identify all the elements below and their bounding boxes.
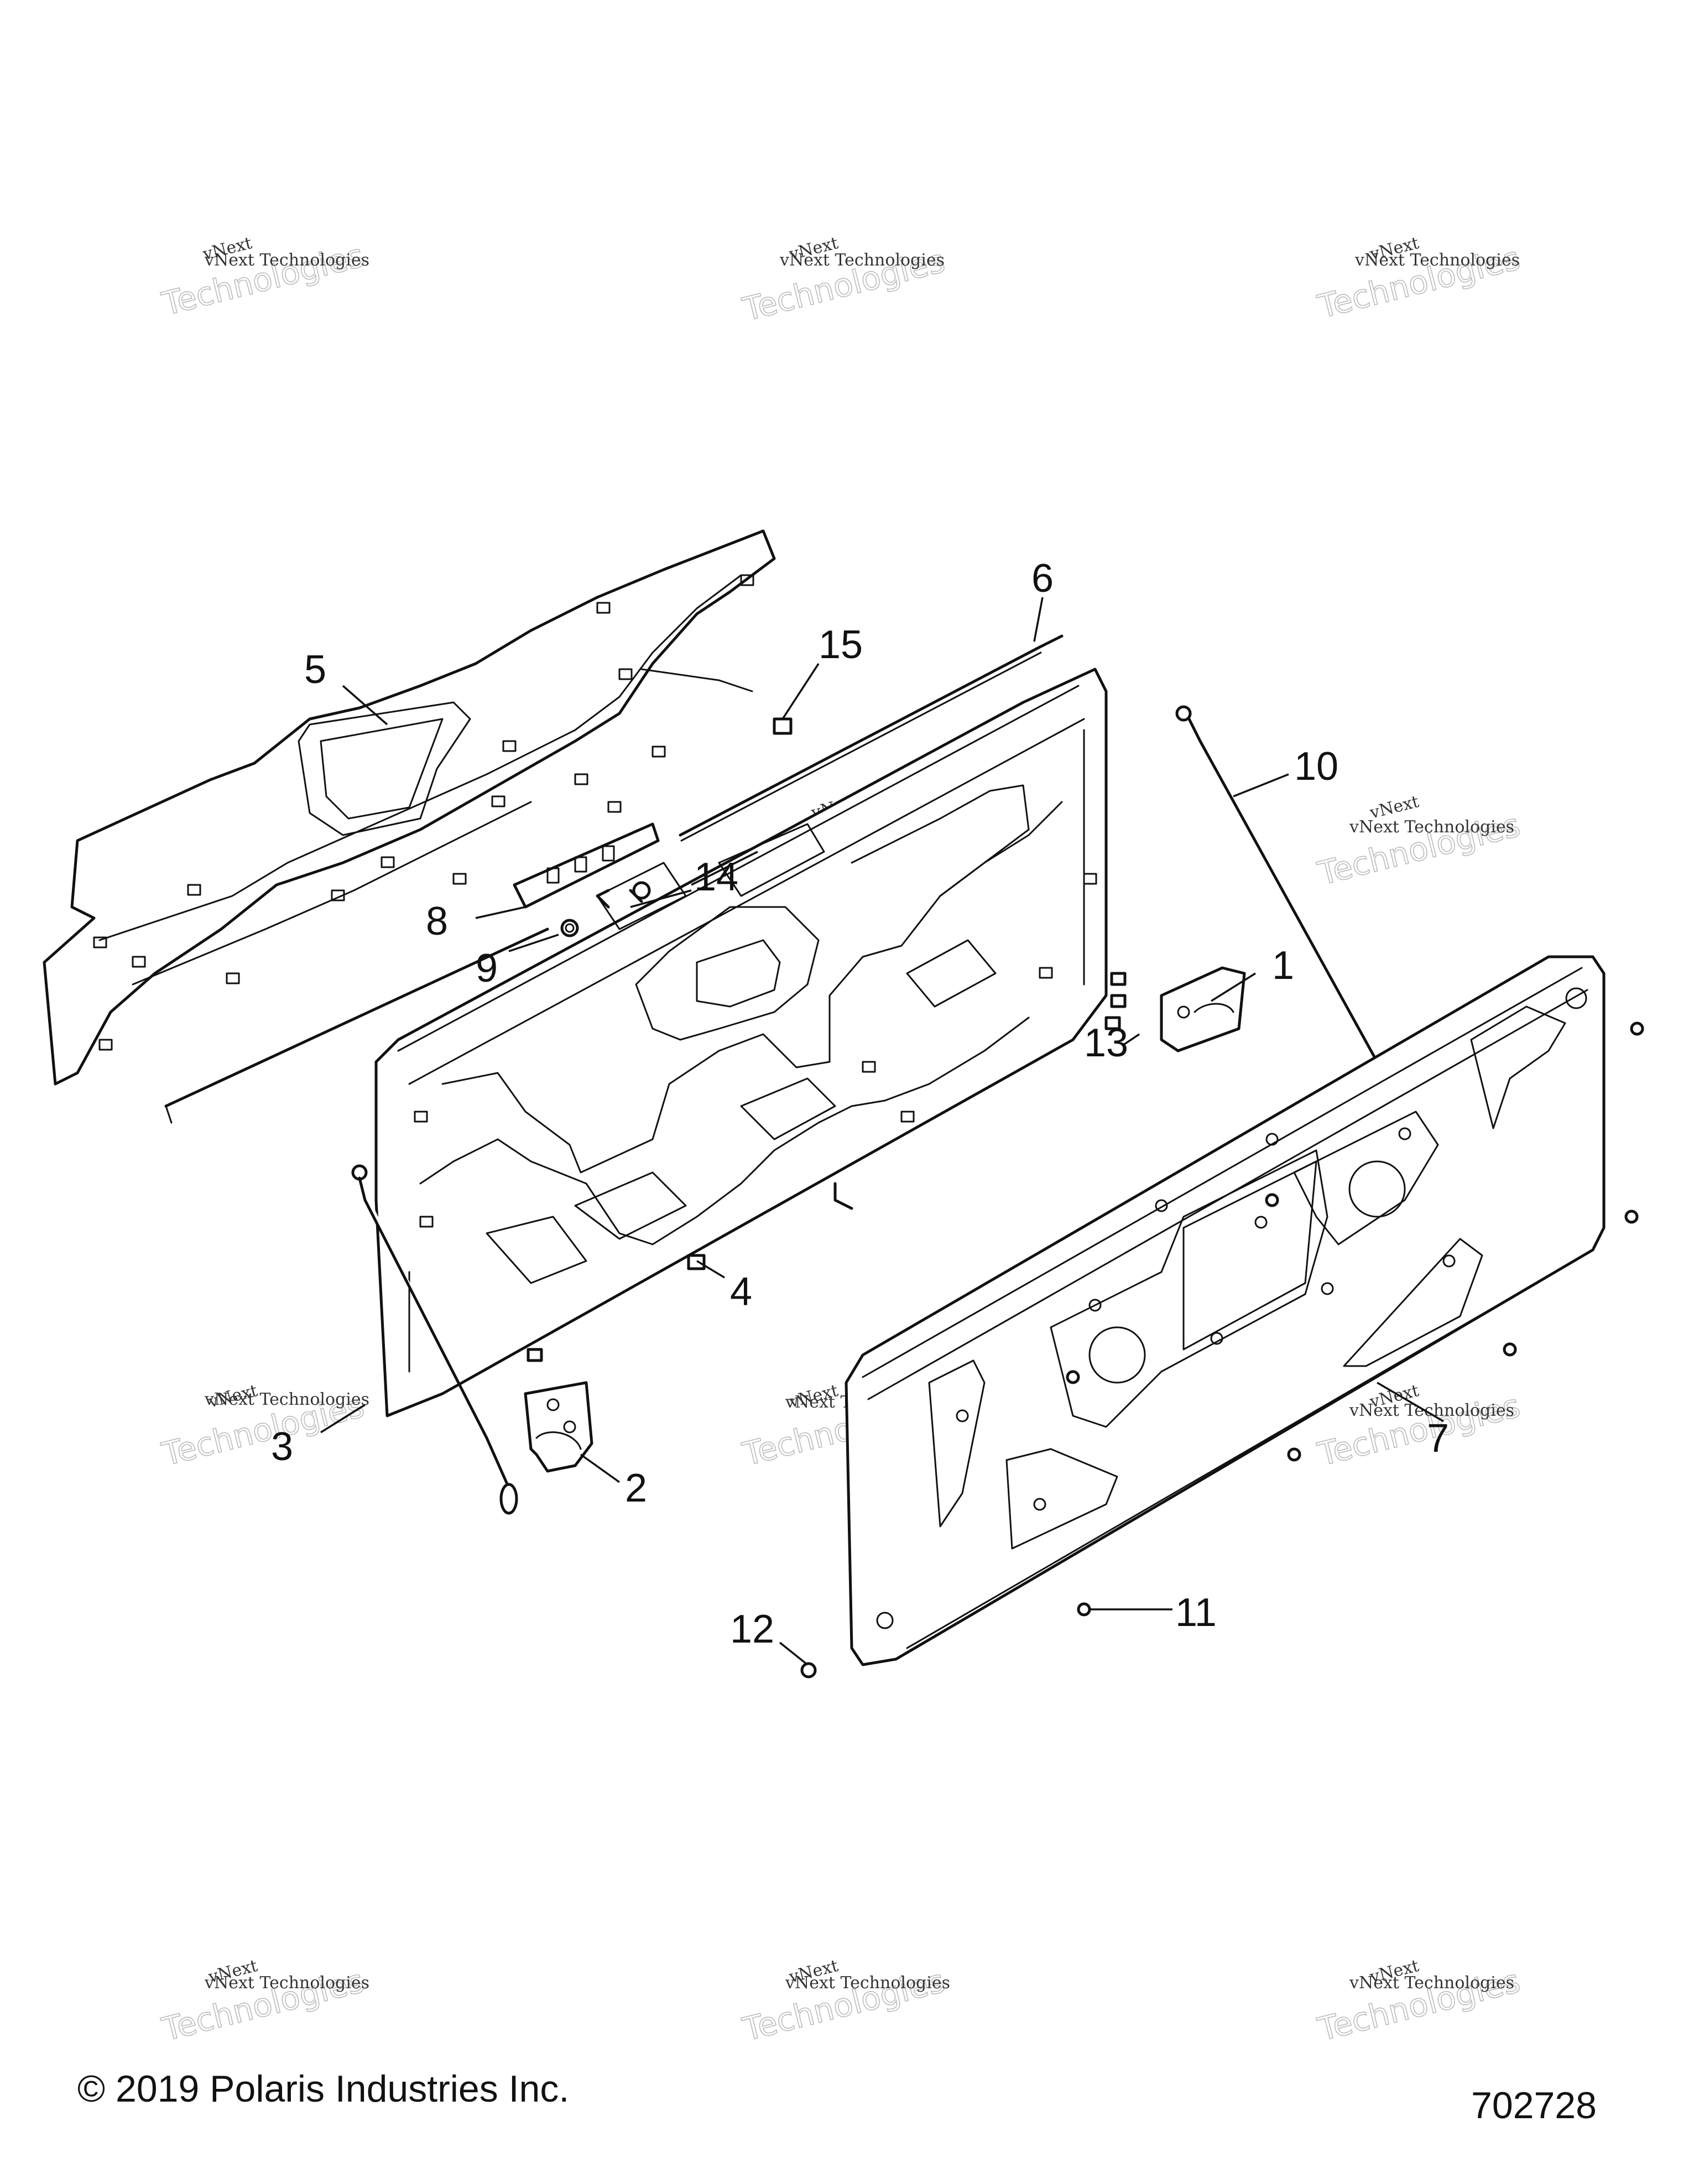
- part-8-latch-bracket: [513, 822, 660, 909]
- svg-text:vNext Technologies: vNext Technologies: [1349, 1401, 1514, 1420]
- watermark-bottom-right: Technologies vNext vNext Technologies: [1314, 1956, 1524, 2049]
- callout-6: 6: [1031, 556, 1054, 601]
- svg-text:vNext Technologies: vNext Technologies: [204, 1390, 369, 1409]
- part-3-cable: [351, 1164, 518, 1515]
- clip-icon: [381, 856, 395, 868]
- watermark-bottom-left: Technologies vNext vNext Technologies: [158, 1956, 369, 2049]
- clip-icon: [607, 801, 622, 813]
- clip-icon: [187, 884, 201, 896]
- part-4-clip: [687, 1254, 706, 1270]
- part-2-bolt: [527, 1348, 543, 1362]
- callout-14: 14: [694, 855, 738, 899]
- watermark-top-left: Technologies vNext vNext Technologies: [158, 233, 369, 324]
- part-5-trim-panel: [43, 529, 776, 1086]
- callout-11: 11: [1175, 1591, 1217, 1635]
- callout-7: 7: [1427, 1416, 1449, 1461]
- clip-icon: [652, 746, 666, 758]
- leader-lines: [320, 597, 1444, 1666]
- svg-text:vNext Technologies: vNext Technologies: [1354, 251, 1520, 270]
- callout-13: 13: [1084, 1021, 1128, 1065]
- part-11-rivets: [1066, 1021, 1644, 1617]
- diagram-number: 702728: [1471, 2084, 1597, 2126]
- clip-icon: [132, 956, 146, 968]
- clip-icon: [740, 574, 754, 586]
- part-10-cable: [1175, 705, 1395, 1106]
- svg-text:vNext Technologies: vNext Technologies: [785, 1973, 950, 1993]
- callout-3: 3: [271, 1425, 293, 1469]
- clip-icon: [618, 668, 633, 680]
- clip-icon: [574, 773, 588, 785]
- callout-12: 12: [730, 1607, 774, 1651]
- clip-icon: [502, 740, 517, 752]
- svg-text:vNext Technologies: vNext Technologies: [204, 251, 369, 270]
- clip-icon: [452, 873, 467, 885]
- callout-8: 8: [426, 899, 448, 944]
- callout-9: 9: [476, 946, 498, 991]
- clip-icon: [98, 1039, 113, 1051]
- part-7-outer-panel: [845, 955, 1606, 1666]
- callout-4: 4: [730, 1270, 752, 1314]
- svg-text:vNext Technologies: vNext Technologies: [204, 1973, 369, 1993]
- watermark-top-right: Technologies vNext vNext Technologies: [1314, 233, 1524, 326]
- part-9-spring: [560, 919, 579, 937]
- svg-text:vNext Technologies: vNext Technologies: [1349, 1973, 1514, 1993]
- clip-icon: [596, 602, 611, 614]
- watermark-bottom-center: Technologies vNext vNext Technologies: [738, 1956, 950, 2049]
- svg-text:Technologies: Technologies: [158, 236, 368, 322]
- part-12-screw: [800, 1662, 817, 1679]
- copyright-text: © 2019 Polaris Industries Inc.: [77, 2068, 569, 2110]
- svg-text:vNext Technologies: vNext Technologies: [1349, 817, 1514, 837]
- watermark-mid-right: Technologies vNext vNext Technologies: [1314, 792, 1524, 893]
- callout-15: 15: [819, 623, 863, 667]
- clip-icon: [491, 795, 505, 807]
- clip-icon: [93, 936, 107, 948]
- lower-rod: [164, 927, 549, 1124]
- callout-10: 10: [1294, 744, 1338, 789]
- callout-5: 5: [304, 648, 326, 692]
- watermark-lower-left: Technologies vNext vNext Technologies: [158, 1381, 369, 1474]
- svg-text:vNext Technologies: vNext Technologies: [779, 251, 945, 270]
- callout-1: 1: [1272, 944, 1294, 988]
- part-15-clip: [773, 717, 793, 735]
- part-6-rod: [679, 634, 1064, 842]
- watermark-top-center: Technologies vNext vNext Technologies: [738, 233, 949, 329]
- tailgate-inner-frame: [374, 668, 1108, 1417]
- clip-icon: [331, 889, 345, 901]
- part-1-hinge: [1160, 966, 1246, 1052]
- part-2-hinge: [524, 1381, 593, 1473]
- part-13-screws: [1104, 972, 1127, 1030]
- clip-icon: [226, 972, 240, 984]
- callout-2: 2: [625, 1466, 647, 1510]
